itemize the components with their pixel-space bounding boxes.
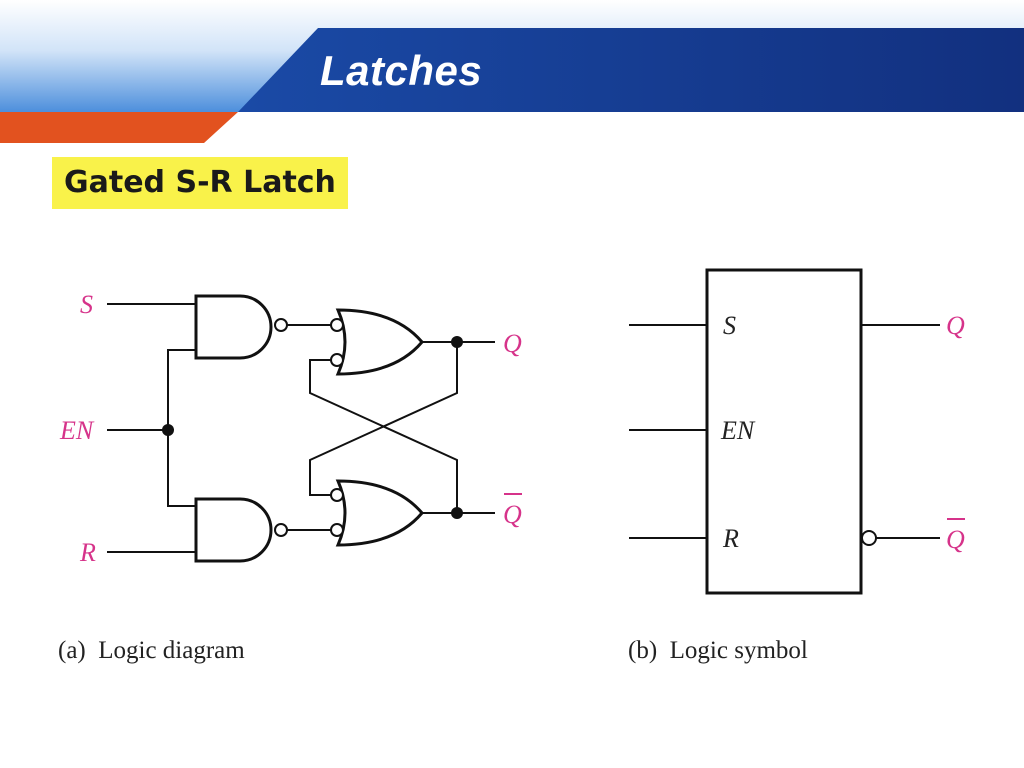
logic-symbol: S EN R Q Q (b) Logic symbol: [628, 268, 965, 664]
output-label-q: Q: [503, 329, 522, 358]
gated-sr-latch-diagram: S EN R Q Q (a) Logic diagram S EN R Q Q …: [58, 268, 965, 664]
slide-header-banner: [0, 0, 1024, 143]
input-label-r: R: [79, 538, 96, 567]
logic-diagram: S EN R Q Q (a) Logic diagram: [58, 290, 522, 664]
pin-label-r: R: [722, 524, 739, 553]
inversion-bubble: [861, 530, 877, 546]
or-gate-bottom: [330, 479, 424, 547]
symbol-output-label-q: Q: [946, 311, 965, 340]
nand-gate-top: [194, 294, 288, 360]
inversion-bubble: [330, 353, 344, 367]
slide-title: Latches: [320, 47, 483, 94]
slide-subtitle: Gated S-R Latch: [52, 157, 348, 209]
pin-label-s: S: [723, 311, 736, 340]
symbol-output-label-q-bar: Q: [946, 525, 965, 554]
inversion-bubble: [330, 318, 344, 332]
feedback-qbar-to-top: [309, 359, 458, 513]
inversion-bubble: [274, 523, 288, 537]
latch-symbol-box: [705, 268, 863, 595]
caption-logic-symbol: (b) Logic symbol: [628, 637, 808, 664]
pin-label-en: EN: [720, 416, 756, 445]
feedback-q-to-bottom: [309, 342, 458, 496]
or-gate-top: [330, 308, 424, 376]
inversion-bubble: [330, 488, 344, 502]
inversion-bubble: [330, 523, 344, 537]
input-label-s: S: [80, 290, 93, 319]
caption-logic-diagram: (a) Logic diagram: [58, 637, 245, 664]
input-label-en: EN: [59, 416, 95, 445]
output-label-q-bar: Q: [503, 500, 522, 529]
nand-gate-bottom: [194, 497, 288, 563]
inversion-bubble: [274, 318, 288, 332]
junction-en: [162, 424, 174, 436]
